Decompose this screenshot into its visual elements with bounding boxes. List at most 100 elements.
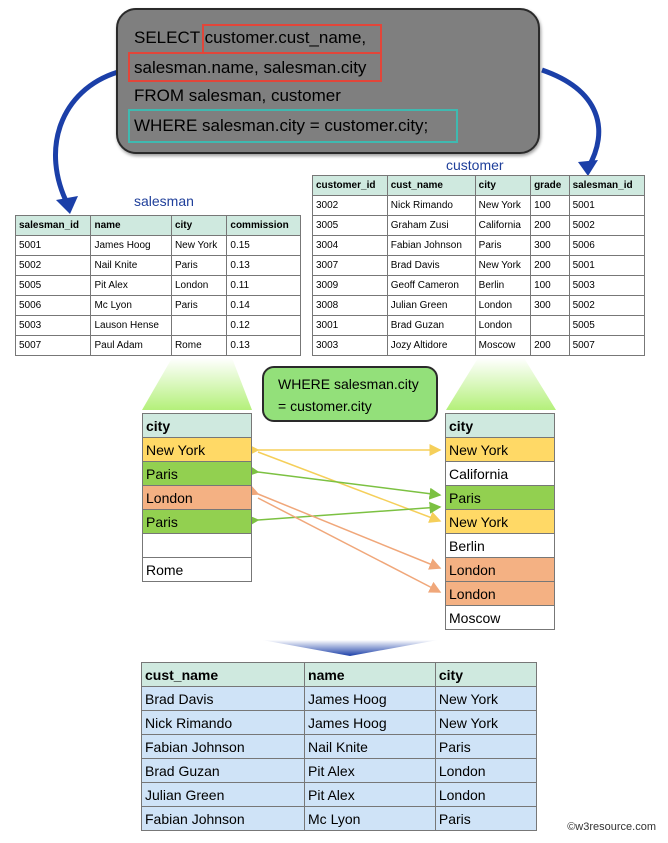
where-condition-bubble: WHERE salesman.city = customer.city [262, 366, 438, 422]
salesman-cell: 0.15 [226, 235, 301, 256]
customer-cell: 5003 [568, 275, 646, 296]
where-bubble-line-1: WHERE salesman.city [278, 376, 419, 392]
where-clause-highlight [128, 109, 458, 143]
customer-cell: Nick Rimando [386, 195, 476, 216]
link-newyork-2 [257, 451, 442, 523]
customer-cell: 100 [530, 195, 570, 216]
customer-cell: 3001 [312, 315, 388, 336]
customer-cell: Moscow [474, 335, 532, 356]
customer-cell: 3003 [312, 335, 388, 356]
customer-cell: 200 [530, 215, 570, 236]
result-cell: Brad Guzan [140, 758, 306, 783]
customer-cell: 3007 [312, 255, 388, 276]
result-cell: Brad Davis [140, 686, 306, 711]
customer-cell: 5007 [568, 335, 646, 356]
result-cell: New York [434, 710, 538, 735]
salesman-city-cell: London [142, 485, 252, 510]
salesman-city-cell: Paris [142, 509, 252, 534]
result-cell: Pit Alex [304, 782, 436, 807]
customer-table-title: customer [446, 157, 504, 173]
customer-cell: 300 [530, 295, 570, 316]
funnel-customer-city [446, 358, 556, 410]
customer-cell: Geoff Cameron [386, 275, 476, 296]
customer-cell: 100 [530, 275, 570, 296]
salesman-cell: Paul Adam [90, 335, 172, 356]
result-cell: Fabian Johnson [140, 806, 306, 831]
salesman-header-cell: city [170, 215, 228, 236]
customer-cell: 200 [530, 255, 570, 276]
customer-cell: 5001 [568, 255, 646, 276]
result-cell: Nail Knite [304, 734, 436, 759]
customer-cell: Paris [474, 235, 532, 256]
salesman-cell: 5006 [14, 295, 92, 316]
result-cell: Paris [434, 806, 538, 831]
arrow-to-customer [541, 67, 602, 170]
result-cell: London [434, 782, 538, 807]
customer-header-cell: customer_id [312, 175, 388, 196]
customer-cell: 5002 [568, 215, 646, 236]
customer-city-cell: California [445, 461, 555, 486]
link-london-1 [246, 484, 442, 570]
salesman-header-cell: salesman_id [14, 215, 92, 236]
customer-cell: Jozy Altidore [386, 335, 476, 356]
salesman-table-title: salesman [134, 193, 194, 209]
customer-cell: New York [474, 195, 532, 216]
customer-cell: New York [474, 255, 532, 276]
salesman-cell: London [170, 275, 228, 296]
salesman-header-cell: name [90, 215, 172, 236]
salesman-cell: 0.14 [226, 295, 301, 316]
customer-header-cell: salesman_id [568, 175, 646, 196]
customer-cell: Graham Zusi [386, 215, 476, 236]
salesman-cell: Mc Lyon [90, 295, 172, 316]
select-columns-highlight-2 [128, 52, 382, 82]
salesman-city-cell: Rome [142, 557, 252, 582]
salesman-city-cell [142, 533, 252, 558]
customer-cell: Berlin [474, 275, 532, 296]
customer-cell: London [474, 295, 532, 316]
customer-cell: 5001 [568, 195, 646, 216]
arrow-head-salesman [56, 196, 78, 214]
customer-cell: 5002 [568, 295, 646, 316]
customer-city-cell: Berlin [445, 533, 555, 558]
query-line-3: FROM salesman, customer [134, 86, 341, 105]
result-cell: London [434, 758, 538, 783]
customer-cell: 3002 [312, 195, 388, 216]
customer-city-cell: New York [445, 509, 555, 534]
select-keyword: SELECT [134, 28, 200, 47]
result-header-cell: name [304, 662, 436, 687]
salesman-cell: Paris [170, 295, 228, 316]
select-columns: customer.cust_name, [204, 28, 367, 47]
salesman-cell: New York [170, 235, 228, 256]
customer-cell: Brad Guzan [386, 315, 476, 336]
result-cell: New York [434, 686, 538, 711]
customer-header-cell: city [474, 175, 532, 196]
salesman-cell: 0.11 [226, 275, 301, 296]
customer-header-cell: grade [530, 175, 570, 196]
salesman-cell: Nail Knite [90, 255, 172, 276]
salesman-cell: Pit Alex [90, 275, 172, 296]
funnel-salesman-city [142, 358, 252, 410]
result-cell: Fabian Johnson [140, 734, 306, 759]
salesman-header-cell: commission [226, 215, 301, 236]
salesman-cell: Lauson Hense [90, 315, 172, 336]
link-london-2 [257, 497, 442, 593]
